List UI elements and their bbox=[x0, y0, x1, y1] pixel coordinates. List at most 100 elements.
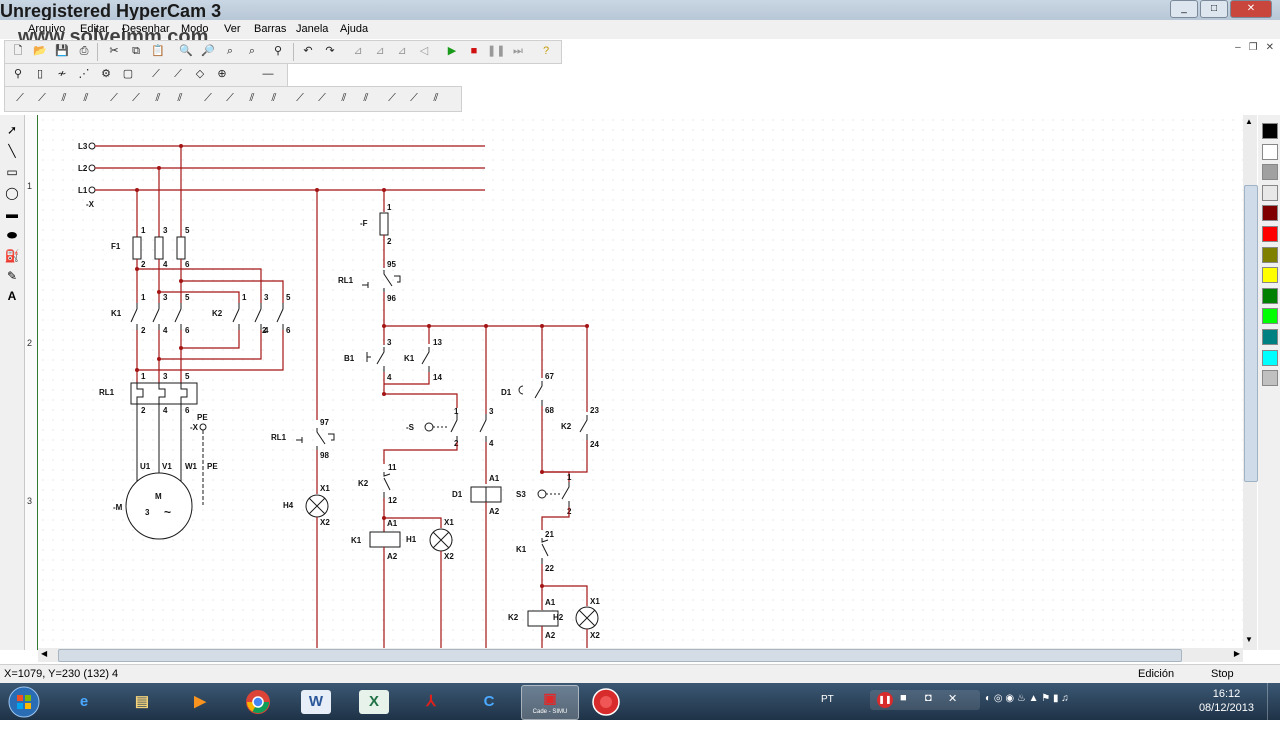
camera-icon[interactable]: ◘ bbox=[925, 692, 932, 704]
zoom-page-icon[interactable]: ⌕ bbox=[248, 45, 256, 57]
cade-simu-alt-icon[interactable]: C bbox=[483, 693, 495, 710]
vertical-scroll-thumb[interactable] bbox=[1244, 185, 1258, 482]
rectangle-tool-icon[interactable]: ▭ bbox=[6, 165, 18, 179]
color-swatch[interactable] bbox=[1262, 123, 1278, 139]
close-button[interactable]: ✕ bbox=[1230, 0, 1272, 18]
color-swatch[interactable] bbox=[1262, 329, 1278, 345]
rotate-icon[interactable]: ◁ bbox=[419, 45, 429, 57]
color-swatch[interactable] bbox=[1262, 246, 1278, 263]
zoom-fit-icon[interactable]: ⌕ bbox=[226, 45, 234, 57]
push-no-icon[interactable]: ⟋ bbox=[204, 92, 212, 104]
color-swatch[interactable] bbox=[1262, 370, 1278, 387]
language-indicator[interactable]: PT bbox=[821, 694, 834, 705]
find-icon[interactable]: ⚲ bbox=[273, 45, 283, 57]
coil-icon[interactable]: ▢ bbox=[122, 68, 134, 80]
contact-3-icon[interactable]: ⫽ bbox=[83, 92, 89, 104]
menu-editar[interactable]: Editar bbox=[80, 23, 109, 35]
help-icon[interactable]: ? bbox=[542, 45, 550, 57]
open-folder-icon[interactable]: 📂 bbox=[33, 45, 47, 57]
filled-ellipse-tool-icon[interactable]: ⬬ bbox=[6, 228, 18, 242]
fill-bucket-icon[interactable]: ⛽ bbox=[4, 249, 20, 263]
text-tool-icon[interactable]: A bbox=[7, 289, 17, 303]
tray-icons[interactable]: ◐ ◎ ◉ ♨ ▲ ⚑ ▮ ♫ bbox=[985, 693, 1069, 704]
color-swatch[interactable] bbox=[1262, 287, 1278, 304]
menu-modo[interactable]: Modo bbox=[181, 23, 209, 35]
switch-nc-icon[interactable]: ⟋ bbox=[174, 68, 182, 80]
menu-ver[interactable]: Ver bbox=[224, 23, 241, 35]
sensor-icon[interactable]: ◇ bbox=[195, 68, 205, 80]
menu-janela[interactable]: Janela bbox=[296, 23, 329, 35]
push-nc-icon[interactable]: ⟋ bbox=[226, 92, 234, 104]
media-player-icon[interactable]: ▶ bbox=[194, 693, 206, 710]
align-right-icon[interactable]: ⊿ bbox=[397, 45, 407, 57]
timer-no-icon[interactable]: ⟋ bbox=[110, 92, 118, 104]
color-swatch[interactable] bbox=[1262, 143, 1278, 160]
save-icon[interactable]: 💾 bbox=[55, 45, 69, 57]
play-icon[interactable]: ▶ bbox=[447, 45, 457, 57]
timer-2-icon[interactable]: ⫽ bbox=[155, 92, 161, 104]
hypercam-record-icon[interactable] bbox=[580, 685, 632, 718]
push-2-icon[interactable]: ⫽ bbox=[249, 92, 255, 104]
rotary-2-icon[interactable]: ⟋ bbox=[410, 92, 418, 104]
color-swatch[interactable] bbox=[1262, 308, 1278, 325]
align-left-icon[interactable]: ⊿ bbox=[353, 45, 363, 57]
stop-icon[interactable]: ■ bbox=[470, 45, 478, 57]
motor-icon[interactable]: ⚙ bbox=[101, 68, 111, 80]
switch-icon[interactable]: ⟋ bbox=[152, 68, 160, 80]
color-swatch[interactable] bbox=[1262, 164, 1278, 181]
word-icon[interactable]: W bbox=[301, 690, 331, 714]
color-swatch[interactable] bbox=[1262, 349, 1278, 366]
wire-icon[interactable]: — bbox=[262, 68, 274, 80]
ellipse-tool-icon[interactable]: ◯ bbox=[5, 186, 19, 200]
mdi-restore-icon[interactable]: ❐ bbox=[1248, 42, 1258, 53]
pause-record-icon[interactable]: ❚❚ bbox=[877, 692, 893, 708]
filled-rect-tool-icon[interactable]: ▬ bbox=[6, 207, 18, 221]
start-orb-icon[interactable] bbox=[2, 685, 46, 718]
scroll-up-icon[interactable]: ▲ bbox=[1245, 117, 1253, 126]
print-icon[interactable]: ⎙ bbox=[79, 45, 89, 57]
limit-nc-icon[interactable]: ⟋ bbox=[318, 92, 326, 104]
pause-icon[interactable]: ❚❚ bbox=[487, 45, 506, 57]
scroll-right-icon[interactable]: ▶ bbox=[1233, 649, 1240, 658]
vertical-scrollbar[interactable]: ▲ ▼ bbox=[1243, 115, 1258, 650]
contact-no-icon[interactable]: ⟋ bbox=[16, 92, 24, 104]
file-explorer-icon[interactable]: ▤ bbox=[134, 693, 150, 710]
minimize-button[interactable]: _ bbox=[1170, 0, 1198, 18]
cade-simu-taskbar-button[interactable]: ▣ Cade - SIMU bbox=[521, 685, 579, 720]
scroll-left-icon[interactable]: ◀ bbox=[41, 649, 48, 658]
limit-3-icon[interactable]: ⫽ bbox=[363, 92, 369, 104]
color-swatch[interactable] bbox=[1262, 205, 1278, 222]
menu-desenhar[interactable]: Desenhar bbox=[122, 23, 170, 35]
timer-3-icon[interactable]: ⫽ bbox=[177, 92, 183, 104]
horizontal-scrollbar[interactable]: ◀ ▶ bbox=[38, 648, 1243, 662]
zoom-out-icon[interactable]: 🔎 bbox=[201, 45, 215, 57]
color-swatch[interactable] bbox=[1262, 267, 1278, 284]
line-tool-icon[interactable]: ╲ bbox=[8, 144, 16, 158]
rotary-3-icon[interactable]: ⫽ bbox=[433, 92, 439, 104]
chrome-icon[interactable] bbox=[232, 685, 284, 718]
undo-icon[interactable]: ↶ bbox=[303, 45, 313, 57]
mdi-minimize-icon[interactable]: – bbox=[1235, 42, 1241, 53]
zoom-in-icon[interactable]: 🔍 bbox=[179, 45, 193, 57]
schematic-canvas[interactable]: .w { stroke:#a31515; stroke-width:1.2; f… bbox=[38, 115, 1243, 650]
stop-record-icon[interactable]: ■ bbox=[900, 692, 907, 704]
limit-2-icon[interactable]: ⫽ bbox=[341, 92, 347, 104]
settings-icon[interactable]: ✕ bbox=[948, 693, 958, 705]
contact-2-icon[interactable]: ⫽ bbox=[61, 92, 67, 104]
system-clock[interactable]: 16:12 08/12/2013 bbox=[1199, 687, 1254, 715]
color-swatch[interactable] bbox=[1262, 184, 1278, 201]
pen-tool-icon[interactable]: ✎ bbox=[6, 269, 18, 283]
contact-nc-icon[interactable]: ⟋ bbox=[38, 92, 46, 104]
timer-nc-icon[interactable]: ⟋ bbox=[132, 92, 140, 104]
breaker3-icon[interactable]: ⋰ bbox=[78, 68, 90, 80]
paste-icon[interactable]: 📋 bbox=[151, 45, 165, 57]
mdi-close-icon[interactable]: ✕ bbox=[1265, 42, 1274, 53]
acrobat-icon[interactable]: ⅄ bbox=[426, 693, 436, 710]
menu-barras[interactable]: Barras bbox=[254, 23, 287, 35]
new-file-icon[interactable]: 🗋 bbox=[13, 45, 23, 57]
breaker-icon[interactable]: ≁ bbox=[57, 68, 67, 80]
show-desktop-button[interactable] bbox=[1267, 683, 1280, 720]
step-icon[interactable]: ⏭ bbox=[513, 45, 523, 57]
horizontal-scroll-thumb[interactable] bbox=[58, 649, 1182, 662]
scroll-down-icon[interactable]: ▼ bbox=[1245, 635, 1253, 644]
